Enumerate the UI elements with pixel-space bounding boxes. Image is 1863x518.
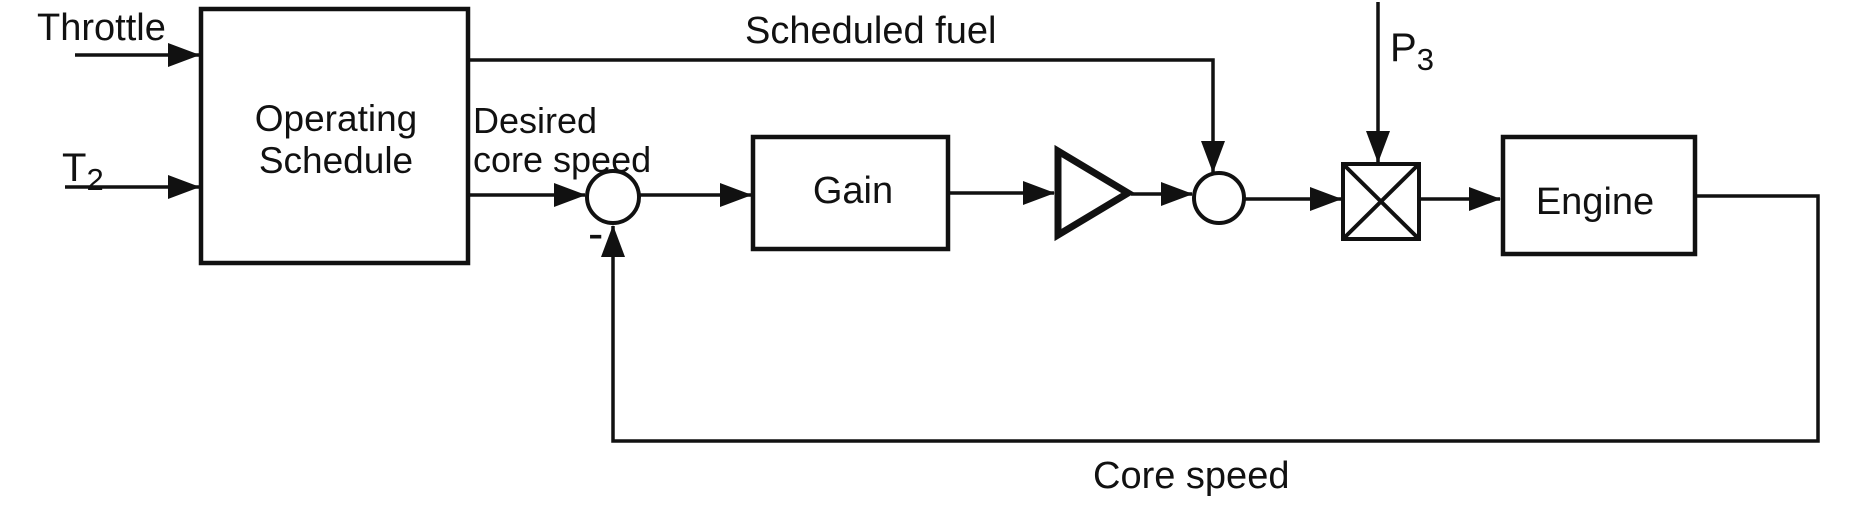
p3-label: P3	[1390, 26, 1434, 77]
gain-label: Gain	[813, 170, 893, 212]
t2-subscript: 2	[86, 162, 103, 197]
operating-schedule-label-line1: Operating	[255, 98, 418, 139]
amplifier-triangle	[1054, 144, 1135, 242]
throttle-label: Throttle	[37, 7, 166, 49]
operating-schedule-label-line2: Schedule	[259, 140, 413, 181]
core-speed-label: Core speed	[1093, 455, 1289, 497]
engine-label: Engine	[1536, 181, 1654, 223]
gain-block	[750, 134, 951, 252]
p3-base: P	[1390, 26, 1417, 70]
engine-block	[1500, 134, 1698, 257]
summing-junction-2	[1192, 171, 1246, 225]
desired-core-speed-label-line1: Desired	[473, 100, 597, 141]
t2-label: T2	[62, 146, 104, 197]
summing-junction-1	[585, 169, 641, 225]
p3-subscript: 3	[1417, 42, 1434, 77]
operating-schedule-block	[198, 6, 471, 266]
feedback-path	[601, 194, 1820, 443]
multiplier-x-icon	[1341, 162, 1421, 241]
t2-base: T	[62, 146, 86, 190]
scheduled-fuel-arrow	[468, 58, 1225, 173]
scheduled-fuel-label: Scheduled fuel	[745, 10, 996, 52]
minus-sign: -	[588, 207, 603, 259]
